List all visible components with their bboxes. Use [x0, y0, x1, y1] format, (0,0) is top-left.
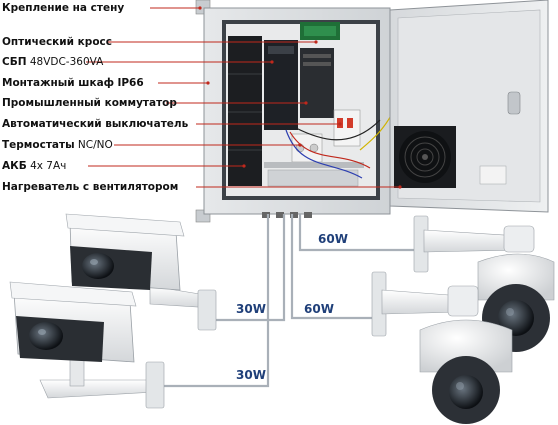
label-thermostats-bold: Термостаты [2, 139, 75, 151]
label-ups-rest: 48VDC-360VA [30, 56, 104, 68]
box-camera-top-lens [82, 253, 114, 279]
label-heater-bold: Нагреватель с вентилятором [2, 181, 178, 193]
label-cabinet-bold: Монтажный шкаф [2, 77, 114, 89]
label-battery-rest: 4х 7Ач [30, 160, 66, 172]
label-breaker-bold: Автоматический выключатель [2, 118, 188, 130]
box-camera-bottom-lens [29, 322, 63, 350]
label-ups: СБП 48VDC-360VA [2, 56, 103, 69]
label-cabinet: Монтажный шкаф IP66 [2, 77, 144, 90]
door-label-plate [480, 166, 506, 184]
label-cabinet-rest: IP66 [117, 77, 143, 89]
label-heater: Нагреватель с вентилятором [2, 181, 178, 194]
label-ups-bold: СБП [2, 56, 27, 68]
label-optical-cross-bold: Оптический кросс [2, 36, 112, 48]
battery-block [228, 36, 262, 186]
label-battery-bold: АКБ [2, 160, 27, 172]
heater-fan [394, 126, 456, 188]
label-switch-bold: Промышленный коммутатор [2, 97, 177, 109]
label-wall-mount-bold: Крепление на стену [2, 2, 124, 14]
label-thermostats: Термостаты NC/NO [2, 139, 113, 152]
industrial-switch [300, 48, 334, 118]
door-latch [508, 92, 520, 114]
power-box-top: 30W [236, 302, 266, 316]
label-battery: АКБ 4х 7Ач [2, 160, 66, 173]
label-wall-mount: Крепление на стену [2, 2, 124, 15]
label-breaker: Автоматический выключатель [2, 118, 188, 131]
box-camera-bottom [10, 282, 164, 408]
power-dome-top: 60W [318, 232, 348, 246]
power-dome-bottom: 60W [304, 302, 334, 316]
enclosure [196, 0, 548, 222]
label-switch: Промышленный коммутатор [2, 97, 177, 110]
power-box-bottom: 30W [236, 368, 266, 382]
label-optical-cross: Оптический кросс [2, 36, 112, 49]
label-thermostats-rest: NC/NO [78, 139, 113, 151]
